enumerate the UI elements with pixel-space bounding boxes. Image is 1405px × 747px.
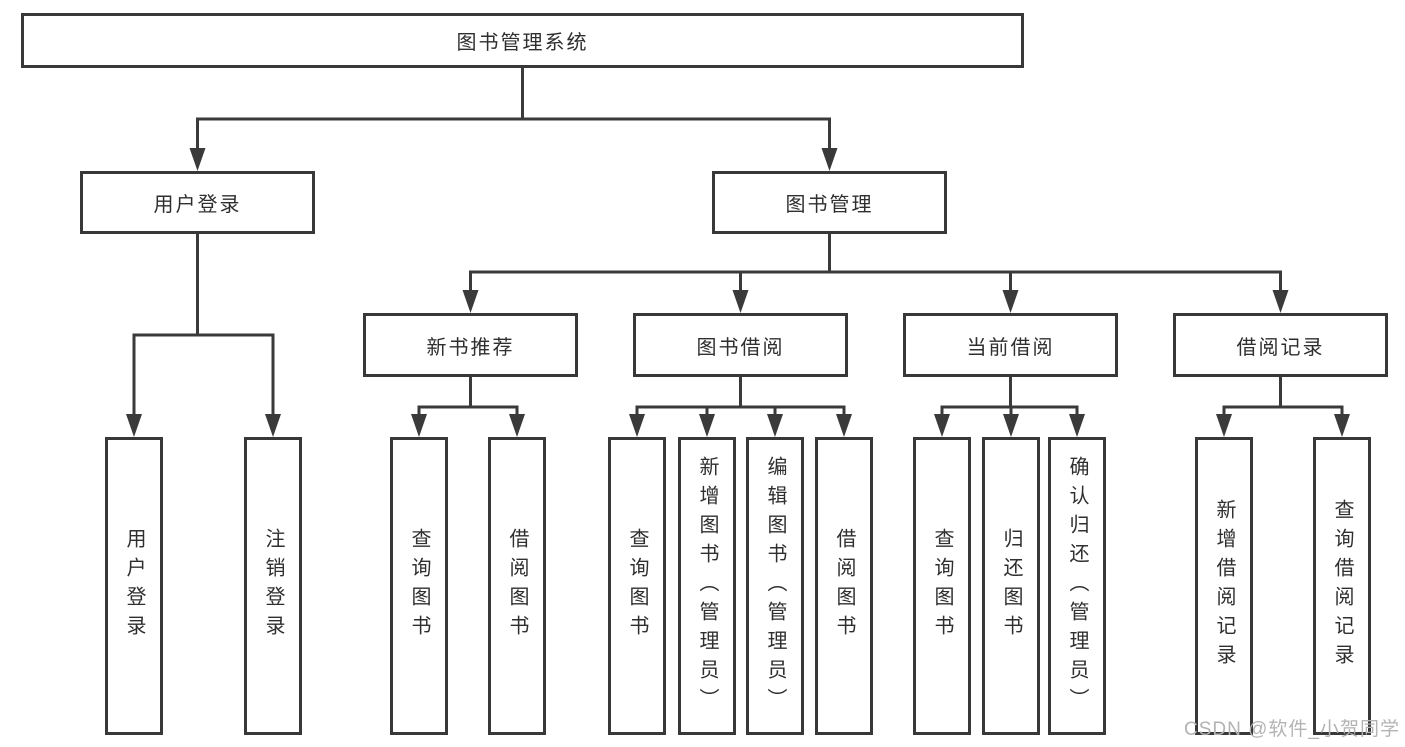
leaf-cb-confirm-return-label: 确认归还（管理员） [1066,455,1088,717]
watermark: CSDN @软件_小贺同学 [1184,719,1400,740]
leaf-logout-label: 注销登录 [262,528,284,644]
leaf-bb-borrow-books: 借阅图书 [815,437,873,735]
arrowhead-icon [126,414,142,437]
node-book-borrow: 图书借阅 [633,313,848,377]
arrowhead-icon [1216,414,1232,437]
arrowhead-icon [1003,414,1019,437]
leaf-br-query-record-label: 查询借阅记录 [1331,499,1353,673]
arrowhead-icon [1334,414,1350,437]
leaf-cb-confirm-return: 确认归还（管理员） [1048,437,1106,735]
arrowhead-icon [411,414,427,437]
leaf-logout: 注销登录 [244,437,302,735]
leaf-bb-edit-books-label: 编辑图书（管理员） [764,455,786,717]
leaf-cb-return-books-label: 归还图书 [1000,528,1022,644]
leaf-user-login-label: 用户登录 [123,528,145,644]
arrowhead-icon [1002,290,1019,313]
leaf-cb-query-books: 查询图书 [913,437,971,735]
leaf-br-query-record: 查询借阅记录 [1313,437,1371,735]
arrowhead-icon [265,414,281,437]
node-user-login: 用户登录 [80,171,315,234]
leaf-cb-return-books: 归还图书 [982,437,1040,735]
leaf-nb-borrow-books-label: 借阅图书 [506,528,528,644]
arrowhead-icon [189,148,206,171]
node-borrow-records: 借阅记录 [1173,313,1388,377]
arrowhead-icon [462,290,479,313]
arrowhead-icon [509,414,525,437]
node-root-label: 图书管理系统 [456,32,589,54]
leaf-bb-query-books-label: 查询图书 [626,528,648,644]
leaf-nb-query-books-label: 查询图书 [408,528,430,644]
arrowhead-icon [1069,414,1085,437]
node-borrow-records-label: 借阅记录 [1236,336,1325,359]
leaf-br-add-record: 新增借阅记录 [1195,437,1253,735]
leaf-bb-add-books-label: 新增图书（管理员） [696,455,718,717]
arrowhead-icon [629,414,645,437]
node-current-borrow-label: 当前借阅 [966,336,1055,359]
node-book-mgmt: 图书管理 [712,171,947,234]
leaf-bb-add-books: 新增图书（管理员） [678,437,736,735]
node-user-login-label: 用户登录 [153,194,242,216]
leaf-nb-borrow-books: 借阅图书 [488,437,546,735]
arrowhead-icon [934,414,950,437]
arrowhead-icon [836,414,852,437]
leaf-bb-borrow-books-label: 借阅图书 [833,528,855,644]
leaf-nb-query-books: 查询图书 [390,437,448,735]
leaf-br-add-record-label: 新增借阅记录 [1213,499,1235,673]
node-book-borrow-label: 图书借阅 [696,336,785,359]
node-book-mgmt-label: 图书管理 [785,194,874,216]
arrowhead-icon [699,414,715,437]
connector-path [132,68,1344,418]
arrowhead-icon [821,148,838,171]
arrowhead-icon [1272,290,1289,313]
leaf-bb-edit-books: 编辑图书（管理员） [746,437,804,735]
leaf-cb-query-books-label: 查询图书 [931,528,953,644]
node-current-borrow: 当前借阅 [903,313,1118,377]
node-root: 图书管理系统 [21,13,1024,68]
leaf-bb-query-books: 查询图书 [608,437,666,735]
node-new-book-rec-label: 新书推荐 [426,336,515,359]
leaf-user-login: 用户登录 [105,437,163,735]
node-new-book-rec: 新书推荐 [363,313,578,377]
arrowhead-icon [732,290,749,313]
arrowhead-icon [767,414,783,437]
